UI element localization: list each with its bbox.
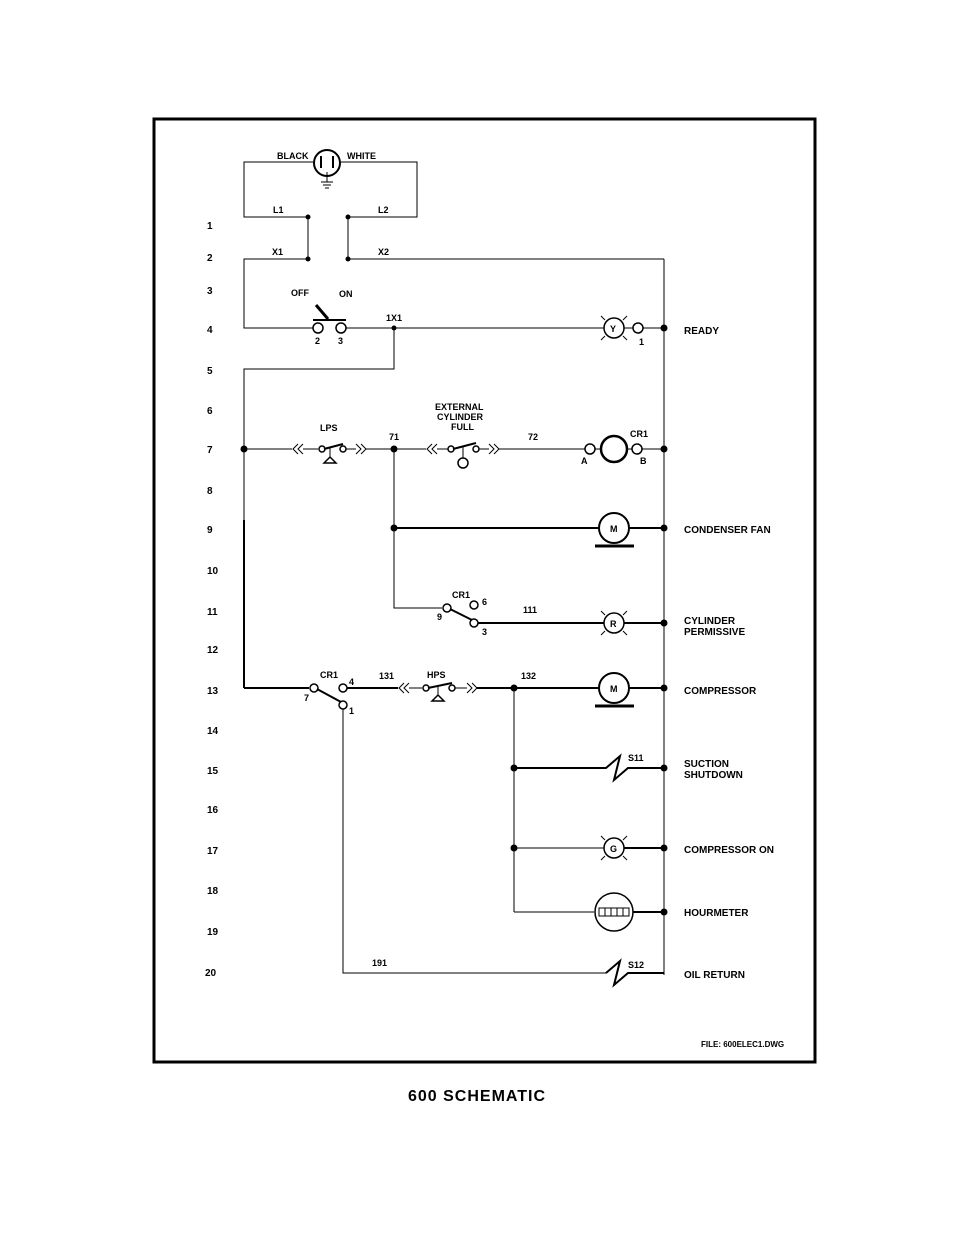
cr1-terminal-3: 3 [482,627,487,637]
wire-131-label: 131 [379,671,394,681]
lps-label: LPS [320,423,338,433]
compressor-m-letter: M [610,684,618,694]
rung-number: 8 [207,486,213,497]
label-oil-return: OIL RETURN [684,970,745,981]
external-cylinder-full-switch: EXTERNAL CYLINDER FULL [426,402,500,469]
wire-132-label: 132 [521,671,536,681]
rung-number: 20 [205,968,217,979]
rung-number: 1 [207,221,213,232]
ext-cyl-line1: EXTERNAL [435,402,484,412]
power-plug: BLACK WHITE L1 L2 [243,149,418,218]
rung-numbers: 1 2 3 4 5 6 7 8 9 10 11 12 13 14 15 16 1… [205,221,219,979]
switch-terminal-3: 3 [338,336,343,346]
wire-x2-label: X2 [378,247,389,257]
cr1-coil-label: CR1 [630,429,648,439]
switch-terminal-2: 2 [315,336,320,346]
cr1-terminal-4: 4 [349,677,354,687]
rung-number: 5 [207,366,213,377]
s12-oil-return-switch: S12 [605,958,664,988]
light-y-letter: Y [610,324,616,334]
cr1-relay-coil: CR1 A B [581,429,664,466]
wire-l2-label: L2 [378,205,389,215]
wire-l1-label: L1 [273,205,284,215]
hps-label: HPS [427,670,446,680]
label-compressor: COMPRESSOR [684,686,757,697]
motor-m-letter: M [610,524,618,534]
hourmeter-icon [594,892,634,932]
label-cylinder: CYLINDER [684,616,736,627]
cr1-coil-b: B [640,456,647,466]
plug-black-label: BLACK [277,151,309,161]
cr1-contact-cylinder: CR1 9 6 3 [437,590,487,637]
condenser-fan-motor: M [595,512,634,548]
rung-number: 11 [207,607,218,618]
label-shutdown: SHUTDOWN [684,770,743,781]
rung-number: 18 [207,886,219,897]
switch-on-label: ON [339,289,353,299]
cr1-terminal-9: 9 [437,612,442,622]
wire-x1-label: X1 [272,247,283,257]
ext-cyl-line2: CYLINDER [437,412,484,422]
wire-191-label: 191 [372,958,387,968]
rung-number: 16 [207,805,219,816]
drawing-frame [152,117,817,1064]
cylinder-permissive-light: R [600,610,628,636]
rung-number: 12 [207,645,219,656]
label-suction: SUCTION [684,759,729,770]
cr1-contact2-label: CR1 [320,670,338,680]
rung-number: 17 [207,846,219,857]
rung-number: 2 [207,253,213,264]
light-g-letter: G [610,844,617,854]
cr1-contact-label: CR1 [452,590,470,600]
rung-number: 4 [207,325,213,336]
switch-off-label: OFF [291,288,309,298]
rung-number: 6 [207,406,213,417]
rung-number: 15 [207,766,219,777]
compressor-on-light: G [600,835,628,861]
compressor-motor: M [595,672,634,708]
figure-caption: 600 SCHEMATIC [407,1088,547,1105]
label-condenser-fan: CONDENSER FAN [684,525,771,536]
plug-white-label: WHITE [347,151,376,161]
rung-number: 7 [207,445,213,456]
wire-72-label: 72 [528,432,538,442]
lps-pressure-switch: LPS [292,423,367,464]
label-hourmeter: HOURMETER [684,908,749,919]
wire-111-label: 111 [523,605,537,615]
off-on-switch: OFF ON 2 3 [291,288,353,346]
ready-indicator-light: Y 1 [600,315,664,347]
label-compressor-on: COMPRESSOR ON [684,845,774,856]
cr1-contact-compressor: CR1 7 4 1 [304,670,354,716]
cr1-coil-a: A [581,456,588,466]
cr1-terminal-6: 6 [482,597,487,607]
s12-label: S12 [628,960,644,970]
light-r-letter: R [610,619,617,629]
rung-number: 13 [207,686,219,697]
s11-suction-shutdown-switch: S11 [514,753,664,783]
wire-71-label: 71 [389,432,399,442]
s11-label: S11 [628,753,644,763]
rung-number: 9 [207,525,213,536]
wire-1x1-label: 1X1 [386,313,402,323]
rung-number: 10 [207,566,219,577]
file-name-note: FILE: 600ELEC1.DWG [701,1040,784,1049]
ready-terminal-1: 1 [639,337,644,347]
rung-number: 19 [207,927,219,938]
hps-pressure-switch: HPS [398,670,478,702]
rung-number: 14 [207,726,219,737]
ext-cyl-line3: FULL [451,422,474,432]
label-ready: READY [684,326,719,337]
cr1-terminal-7: 7 [304,693,309,703]
cr1-terminal-1: 1 [349,706,354,716]
label-permissive: PERMISSIVE [684,627,745,638]
rung-number: 3 [207,286,213,297]
